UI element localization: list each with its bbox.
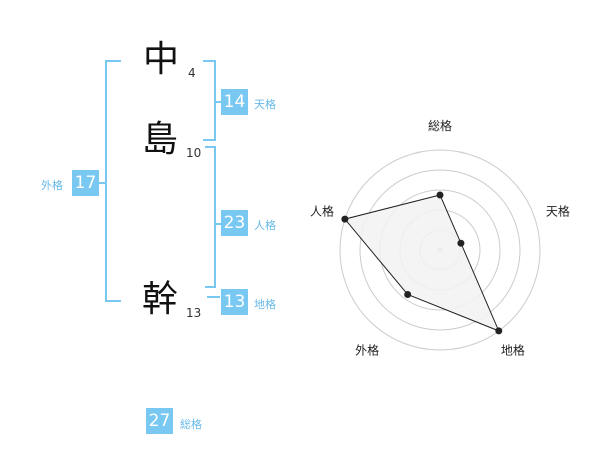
radar-data-point <box>404 290 412 298</box>
radar-data-polygon <box>344 194 500 332</box>
radar-data-point <box>457 239 465 247</box>
soukaku-label: 総格 <box>180 418 202 431</box>
radar-grid-ring <box>359 169 521 331</box>
chikaku-tick <box>207 296 220 298</box>
name-char-1: 中 <box>143 39 180 80</box>
jinkaku-bracket <box>205 146 216 288</box>
radar-axis-label: 外格 <box>355 342 379 357</box>
radar-data-point <box>495 327 503 335</box>
radar-data-points <box>341 191 503 335</box>
radar-axis-label: 総格 <box>428 118 452 133</box>
chikaku-value: 13 <box>221 289 248 315</box>
name-char-2: 島 <box>142 119 179 160</box>
name-char-3-strokes: 13 <box>186 306 202 320</box>
soukaku-value: 27 <box>146 408 173 434</box>
radar-data-point <box>341 215 349 223</box>
gaikaku-bracket <box>105 60 121 302</box>
name-char-1-strokes: 4 <box>188 66 196 80</box>
jinkaku-label: 人格 <box>254 219 276 232</box>
tenkaku-bracket <box>203 60 216 141</box>
jinkaku-connector <box>214 223 221 225</box>
jinkaku-value: 23 <box>221 210 248 236</box>
name-char-3: 幹 <box>142 279 179 320</box>
radar-axis-label: 地格 <box>501 342 525 357</box>
gaikaku-label: 外格 <box>41 179 63 192</box>
gaikaku-connector <box>98 182 105 184</box>
radar-axis-label: 人格 <box>310 204 334 219</box>
tenkaku-label: 天格 <box>254 98 276 111</box>
chikaku-label: 地格 <box>254 298 276 311</box>
radar-data-point <box>436 191 444 199</box>
name-char-2-strokes: 10 <box>186 146 202 160</box>
tenkaku-value: 14 <box>221 89 248 115</box>
gaikaku-value: 17 <box>72 170 99 196</box>
radar-grid-ring <box>339 149 541 351</box>
tenkaku-connector <box>214 101 221 103</box>
radar-axis-label: 天格 <box>546 204 570 219</box>
